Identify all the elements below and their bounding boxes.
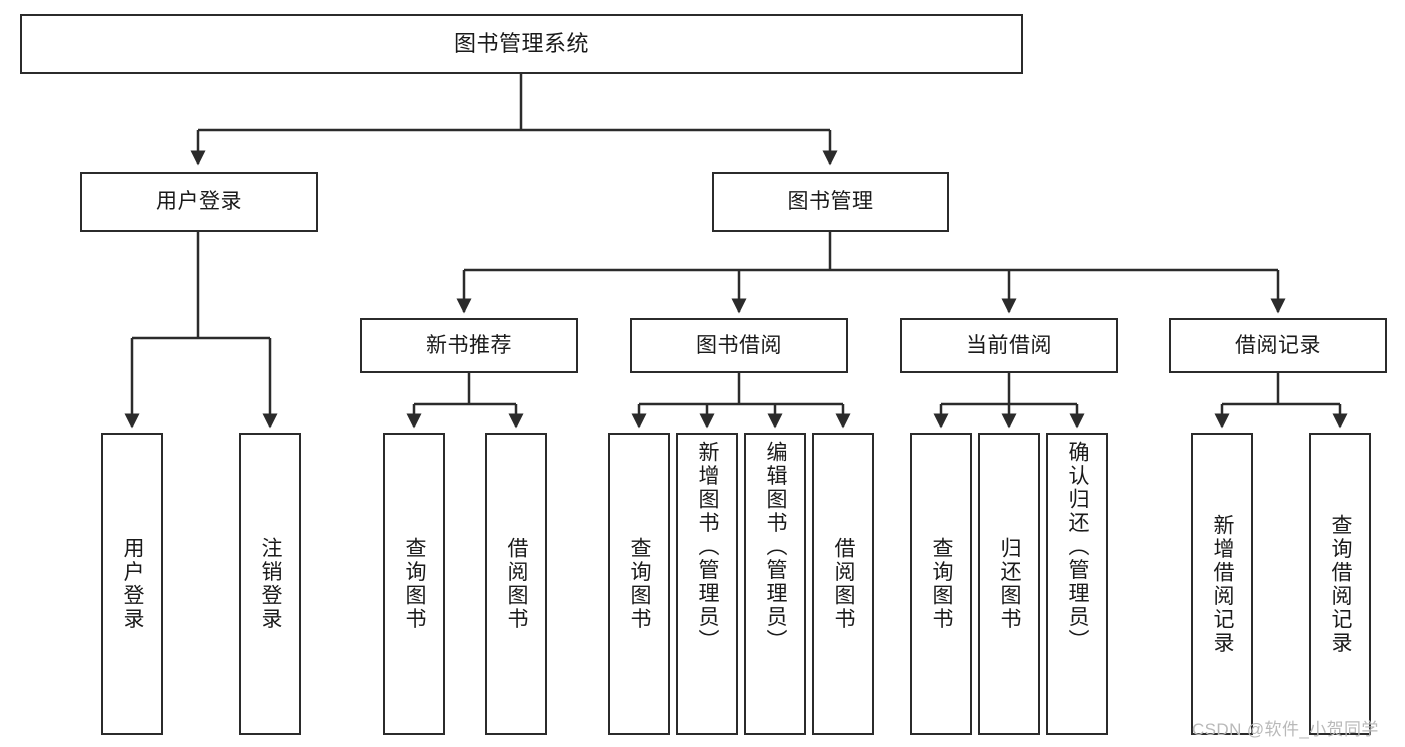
node-label: 借阅图书 xyxy=(832,537,856,631)
node-root-book-management-system[interactable]: 图书管理系统 xyxy=(20,14,1023,74)
leaf-confirm-return-admin[interactable]: 确认归还（管理员） xyxy=(1046,433,1108,735)
node-label: 注销登录 xyxy=(259,537,283,631)
leaf-edit-book-admin[interactable]: 编辑图书（管理员） xyxy=(744,433,806,735)
node-label: 归还图书 xyxy=(998,537,1022,631)
leaf-logout-login[interactable]: 注销登录 xyxy=(239,433,301,735)
node-user-login[interactable]: 用户登录 xyxy=(80,172,318,232)
leaf-query-book-borrow[interactable]: 查询图书 xyxy=(608,433,670,735)
node-label: 借阅记录 xyxy=(1235,333,1321,357)
leaf-borrow-book[interactable]: 借阅图书 xyxy=(812,433,874,735)
leaf-borrow-book-recommend[interactable]: 借阅图书 xyxy=(485,433,547,735)
node-label: 用户登录 xyxy=(121,537,145,631)
leaf-return-book[interactable]: 归还图书 xyxy=(978,433,1040,735)
leaf-user-login[interactable]: 用户登录 xyxy=(101,433,163,735)
node-label: 图书借阅 xyxy=(696,333,782,357)
node-label: 图书管理系统 xyxy=(453,30,589,56)
node-label: 新书推荐 xyxy=(426,333,512,357)
leaf-add-book-admin[interactable]: 新增图书（管理员） xyxy=(676,433,738,735)
node-label: 用户登录 xyxy=(156,190,242,214)
node-book-management[interactable]: 图书管理 xyxy=(712,172,949,232)
node-label: 查询图书 xyxy=(628,537,652,631)
node-new-book-recommend[interactable]: 新书推荐 xyxy=(360,318,578,373)
leaf-add-borrow-record[interactable]: 新增借阅记录 xyxy=(1191,433,1253,735)
node-label: 编辑图书（管理员） xyxy=(764,441,788,653)
node-book-borrow[interactable]: 图书借阅 xyxy=(630,318,848,373)
node-label: 新增借阅记录 xyxy=(1211,513,1235,655)
node-current-borrow[interactable]: 当前借阅 xyxy=(900,318,1118,373)
node-label: 图书管理 xyxy=(787,190,874,214)
node-label: 查询借阅记录 xyxy=(1329,513,1353,655)
leaf-query-book-recommend[interactable]: 查询图书 xyxy=(383,433,445,735)
leaf-query-book-current[interactable]: 查询图书 xyxy=(910,433,972,735)
node-label: 确认归还（管理员） xyxy=(1066,441,1090,653)
node-borrow-record[interactable]: 借阅记录 xyxy=(1169,318,1387,373)
node-label: 查询图书 xyxy=(930,537,954,631)
node-label: 查询图书 xyxy=(403,537,427,631)
node-label: 借阅图书 xyxy=(505,537,529,631)
leaf-query-borrow-record[interactable]: 查询借阅记录 xyxy=(1309,433,1371,735)
node-label: 新增图书（管理员） xyxy=(696,441,720,653)
csdn-watermark: CSDN @软件_小贺同学 xyxy=(1192,720,1379,739)
node-label: 当前借阅 xyxy=(966,333,1052,357)
